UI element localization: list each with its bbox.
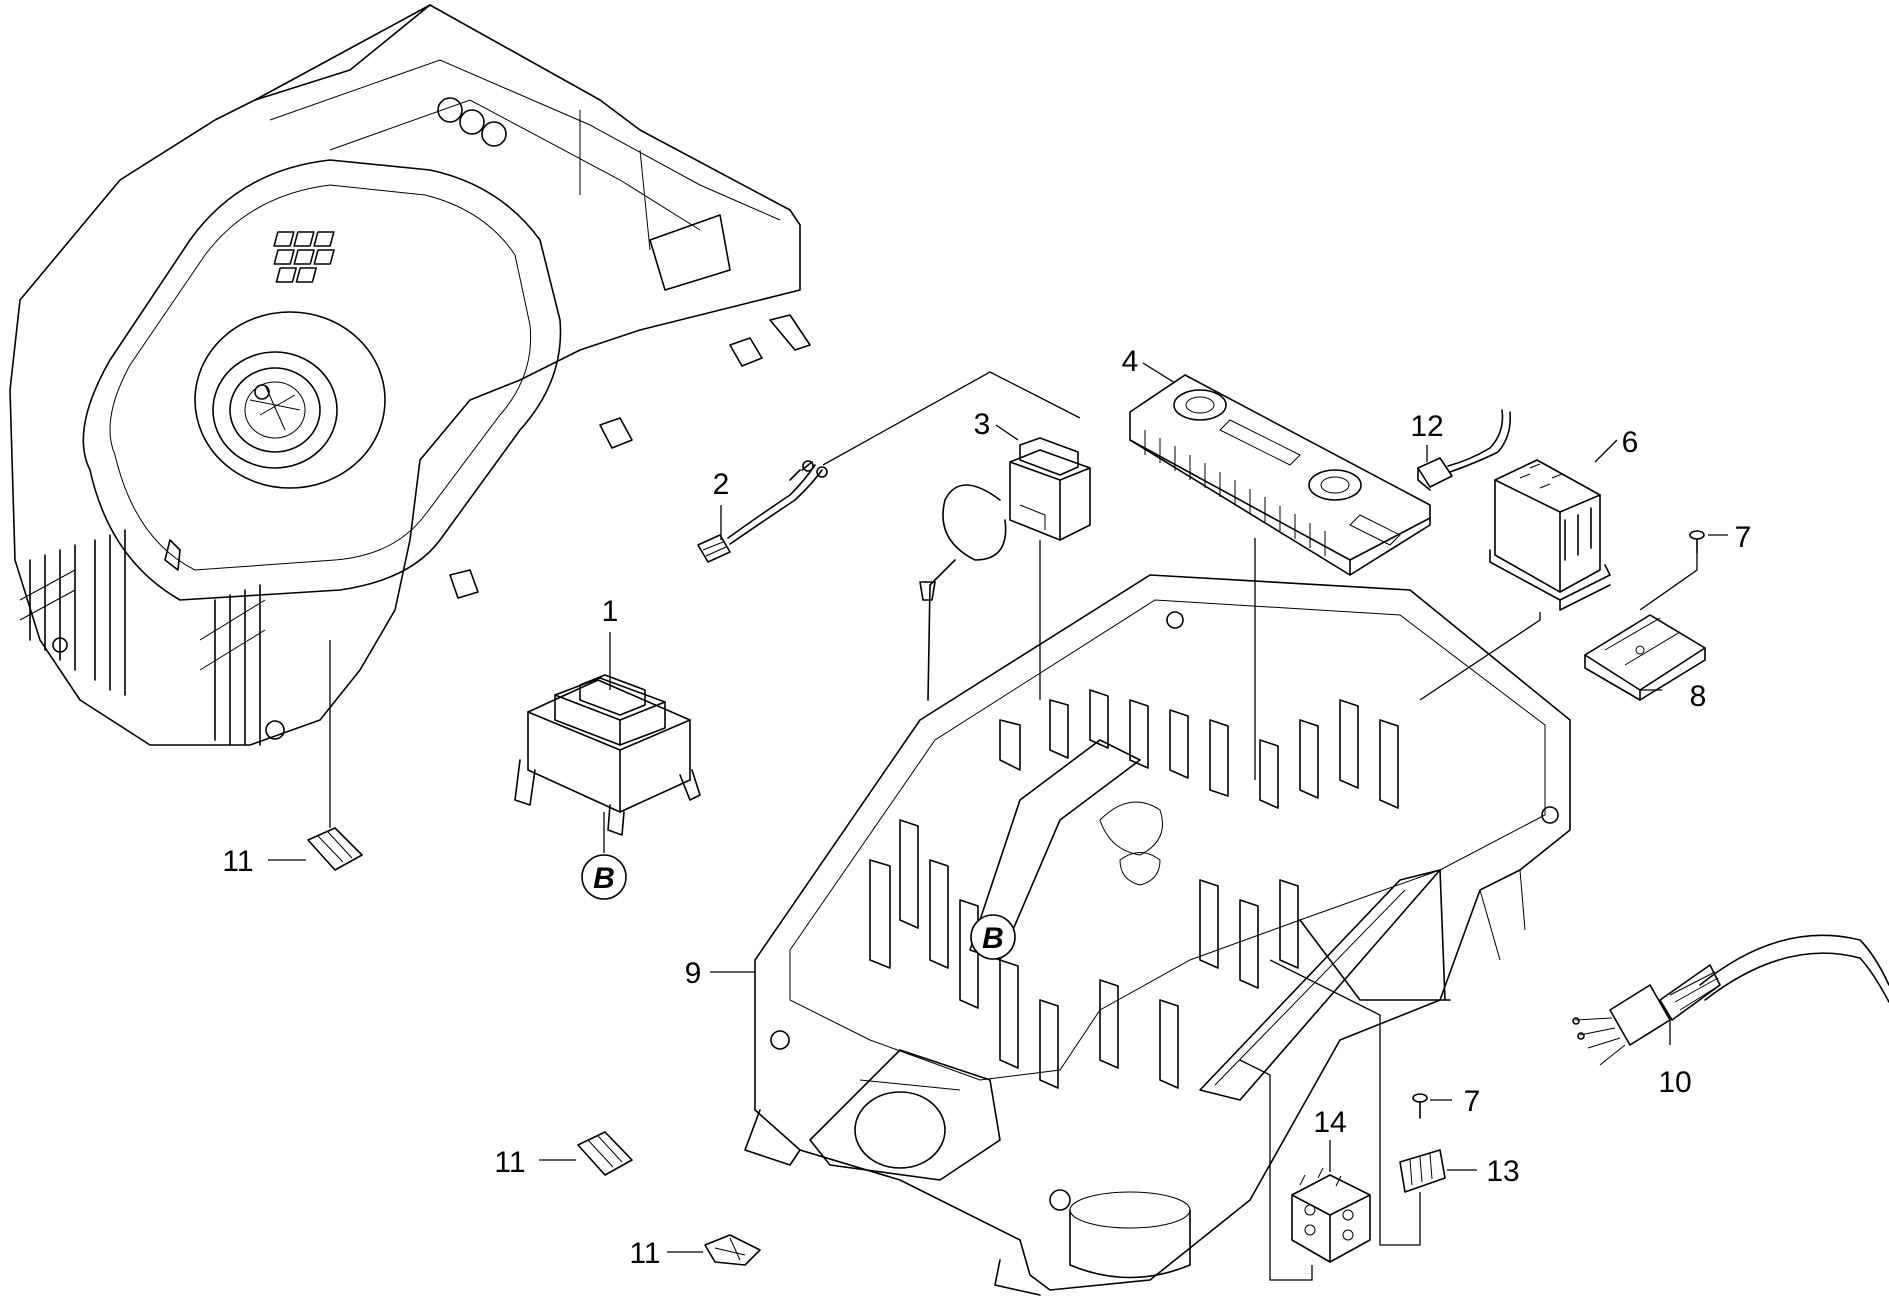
transformer bbox=[514, 674, 701, 836]
power-cord bbox=[1572, 934, 1889, 1066]
housing-base bbox=[744, 574, 1571, 1296]
screw-upper bbox=[1689, 530, 1705, 554]
callout-10: 10 bbox=[1658, 1066, 1691, 1099]
plug-connector bbox=[1417, 409, 1512, 491]
callout-8: 8 bbox=[1690, 680, 1707, 713]
callout-labels: 1 2 3 4 6 7 8 9 10 11 11 11 12 13 7 14 bbox=[222, 345, 1751, 1270]
wire-harness bbox=[697, 460, 828, 563]
callout-4: 4 bbox=[1122, 345, 1139, 378]
terminal-strip bbox=[1399, 1149, 1446, 1193]
reference-b-housing: B bbox=[970, 914, 1016, 960]
callout-1: 1 bbox=[602, 595, 619, 628]
callout-7-upper: 7 bbox=[1735, 521, 1752, 554]
reference-b-label: B bbox=[593, 862, 615, 895]
cable-clip-3 bbox=[704, 1234, 761, 1266]
callout-14: 14 bbox=[1313, 1106, 1346, 1139]
top-cover bbox=[9, 4, 811, 746]
relay-module bbox=[919, 437, 1091, 701]
callout-11-upper: 11 bbox=[222, 845, 253, 878]
reference-b-transformer: B bbox=[581, 854, 627, 900]
contactor bbox=[1489, 459, 1611, 611]
leader-lines bbox=[268, 362, 1728, 1281]
callout-13: 13 bbox=[1486, 1155, 1519, 1188]
din-rail bbox=[1584, 614, 1706, 701]
callout-7-lower: 7 bbox=[1464, 1085, 1481, 1118]
callout-11-middle: 11 bbox=[494, 1146, 525, 1179]
terminal-block bbox=[1291, 1167, 1371, 1263]
callout-11-lower: 11 bbox=[629, 1237, 660, 1270]
callout-6: 6 bbox=[1622, 426, 1639, 459]
cable-clip-2 bbox=[577, 1131, 633, 1176]
reference-b-label: B bbox=[982, 922, 1004, 955]
cable-clip-1 bbox=[307, 827, 363, 871]
callout-2: 2 bbox=[713, 468, 730, 501]
control-board bbox=[1129, 374, 1431, 576]
callout-9: 9 bbox=[685, 957, 702, 990]
callout-12: 12 bbox=[1410, 410, 1443, 443]
callout-3: 3 bbox=[974, 408, 991, 441]
screw-lower bbox=[1412, 1093, 1428, 1119]
